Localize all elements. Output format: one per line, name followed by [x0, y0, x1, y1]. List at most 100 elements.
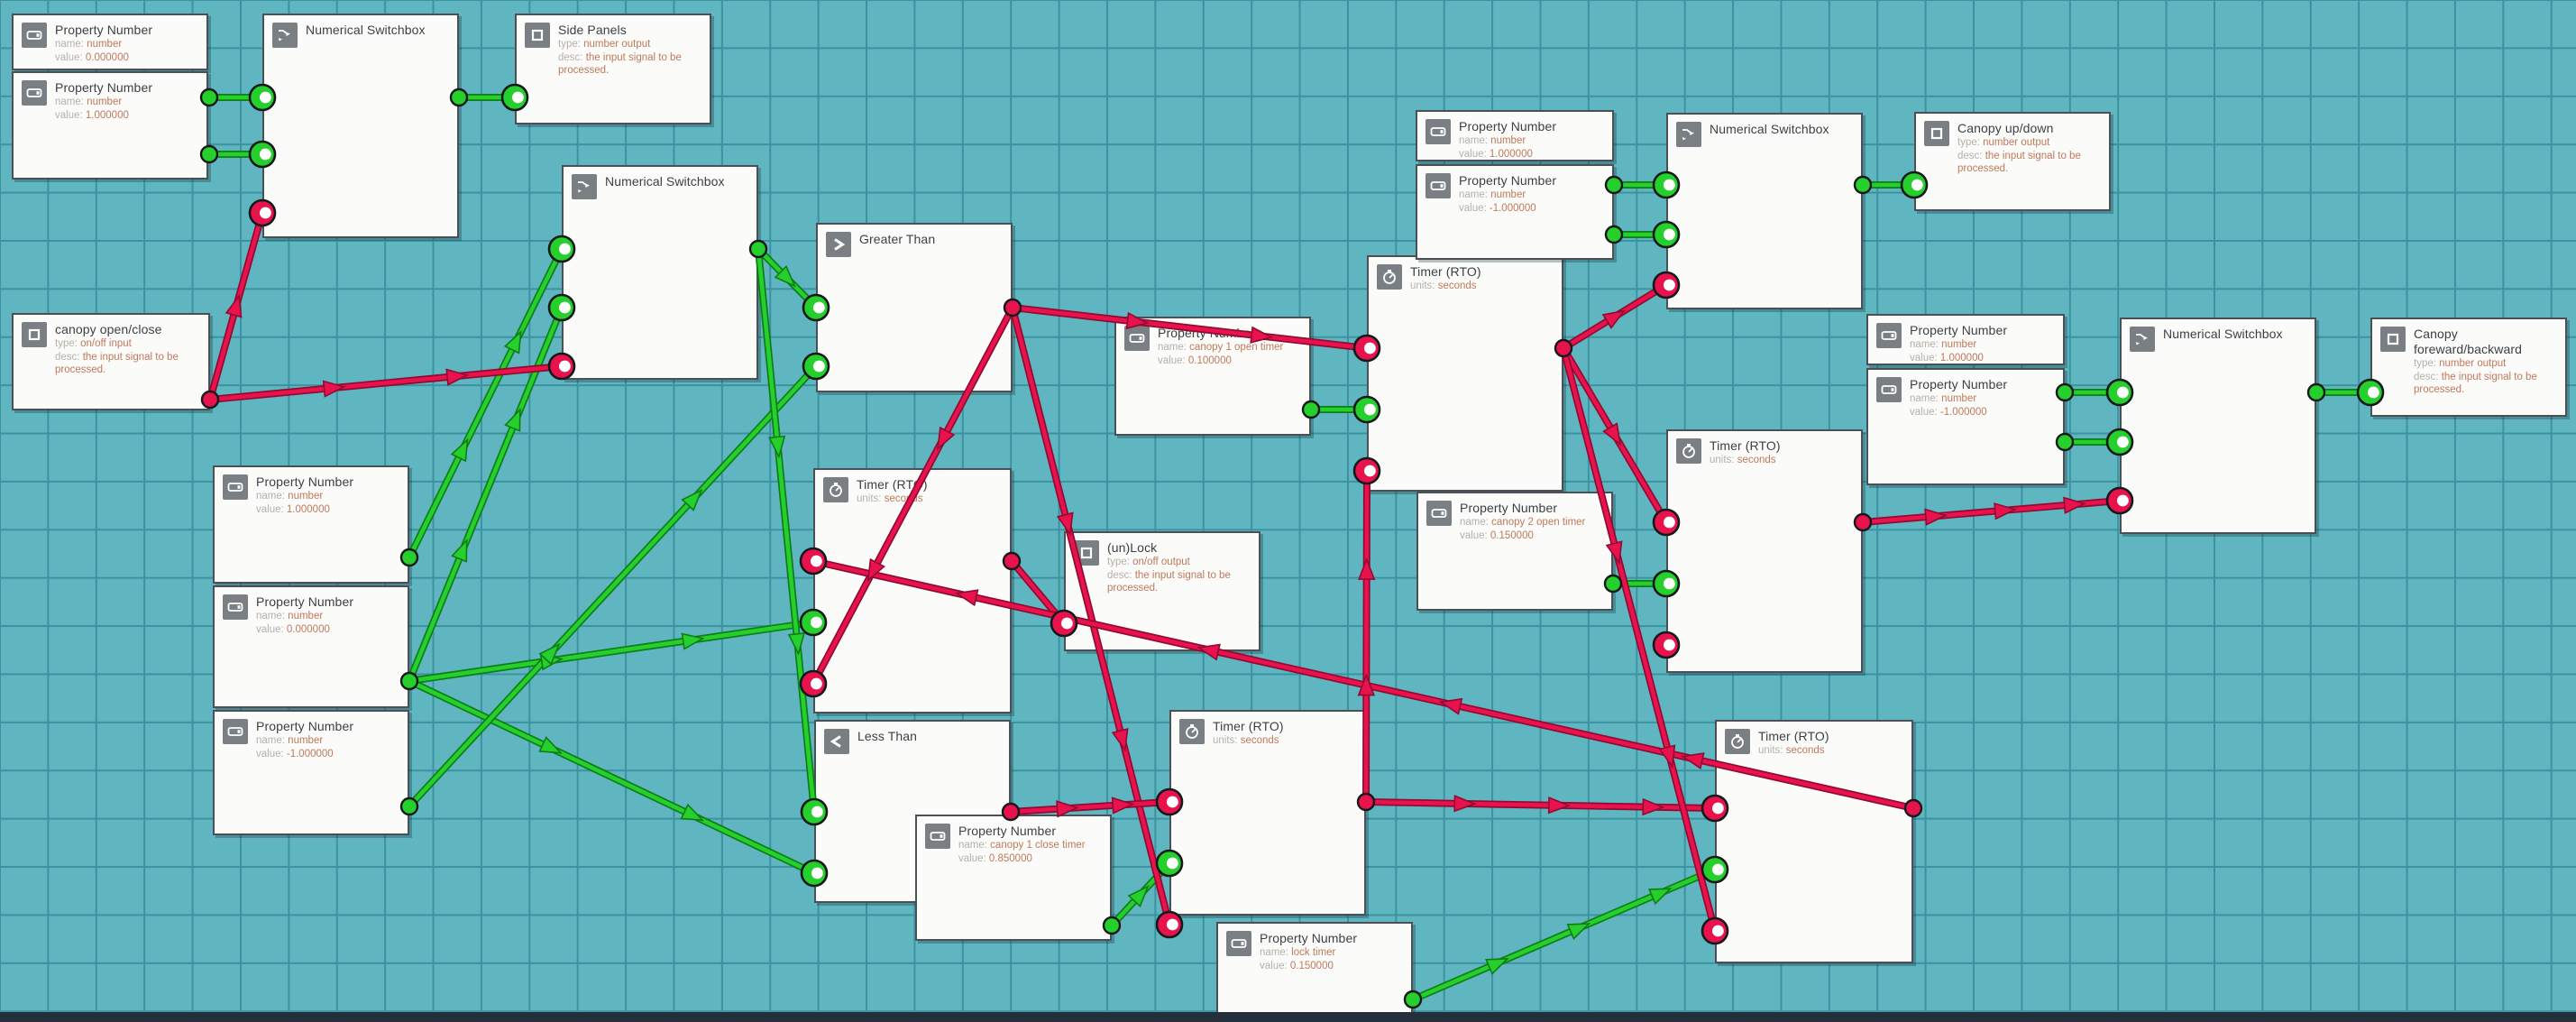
node-ns1[interactable]: Numerical Switchbox: [262, 14, 459, 238]
wire-arrow: [450, 437, 469, 463]
wire-arrow: [539, 653, 564, 671]
port-ns3-in1-number[interactable]: [1652, 170, 1681, 199]
port-ns1-in1-number[interactable]: [248, 83, 277, 112]
port-lt-in1-number[interactable]: [800, 797, 829, 826]
port-t1-in3-onoff[interactable]: [799, 669, 828, 698]
port-ns1-in2-number[interactable]: [248, 140, 277, 169]
port-cud-in1-number[interactable]: [1900, 170, 1929, 199]
panel-icon: [22, 322, 47, 347]
node-t1[interactable]: Timer (RTO) units: seconds: [813, 468, 1012, 714]
port-t2-out-onoff[interactable]: [1554, 338, 1573, 358]
port-ns2-in1-number[interactable]: [547, 235, 576, 263]
port-cfb-in1-number[interactable]: [2356, 378, 2385, 407]
node-t4[interactable]: Timer (RTO) units: seconds: [1169, 710, 1366, 916]
port-ns3-out-number[interactable]: [1853, 175, 1873, 195]
node-title: Property Number: [1459, 119, 1557, 134]
wire-arrow: [1658, 744, 1676, 769]
port-t1-out-onoff[interactable]: [1002, 551, 1022, 571]
port-pnC2-out-number[interactable]: [1603, 574, 1623, 594]
port-t1-in1-onoff[interactable]: [799, 547, 828, 575]
port-ns4-in3-onoff[interactable]: [2105, 486, 2134, 515]
port-t3-in3-onoff[interactable]: [1652, 631, 1681, 659]
port-t4-in3-onoff[interactable]: [1155, 910, 1184, 939]
port-ns3-in3-onoff[interactable]: [1652, 271, 1681, 299]
port-gt-out-onoff[interactable]: [1003, 298, 1022, 318]
window-bottom-bar: [0, 1012, 2576, 1022]
port-t4-in2-number[interactable]: [1155, 849, 1184, 878]
port-ns2-in2-number[interactable]: [547, 293, 576, 322]
node-pnC2[interactable]: Property Number name: canopy 2 open time…: [1416, 492, 1613, 611]
port-pnB2-out-number[interactable]: [399, 671, 419, 691]
port-pnE2-out-number[interactable]: [2055, 432, 2075, 452]
port-coc-out-onoff[interactable]: [200, 390, 220, 410]
node-ns2[interactable]: Numerical Switchbox: [562, 165, 758, 380]
number-display-icon: [223, 474, 248, 500]
port-pnE1-out-number[interactable]: [2055, 382, 2075, 402]
port-ns1-in3-onoff[interactable]: [248, 198, 277, 227]
port-t5-in1-onoff[interactable]: [1701, 794, 1729, 823]
port-side-in1-number[interactable]: [500, 83, 529, 112]
port-t2-in2-number[interactable]: [1352, 395, 1381, 424]
port-t5-out-onoff[interactable]: [1903, 798, 1923, 818]
switch-arrows-icon: [272, 23, 298, 48]
port-pnA2-out-number[interactable]: [199, 144, 219, 164]
port-pnc1close-out-number[interactable]: [1102, 916, 1122, 935]
port-ns4-in2-number[interactable]: [2105, 428, 2134, 456]
wire-pnB2.out-to-t1.in2: [406, 619, 817, 685]
port-ns3-in2-number[interactable]: [1652, 220, 1681, 249]
port-t2-in1-onoff[interactable]: [1352, 334, 1381, 363]
node-pnc1close[interactable]: Property Number name: canopy 1 close tim…: [915, 815, 1112, 941]
node-ns4[interactable]: Numerical Switchbox: [2120, 318, 2316, 534]
port-lt-in2-number[interactable]: [800, 859, 829, 888]
port-pnB3-out-number[interactable]: [399, 796, 419, 816]
node-t5[interactable]: Timer (RTO) units: seconds: [1715, 720, 1913, 963]
port-gt-in2-number[interactable]: [802, 352, 830, 381]
node-pnC1[interactable]: Property Number name: canopy 1 open time…: [1114, 317, 1311, 436]
port-ns4-out-number[interactable]: [2306, 382, 2326, 402]
port-t5-in2-number[interactable]: [1701, 855, 1729, 884]
node-ns3[interactable]: Numerical Switchbox: [1666, 113, 1863, 309]
port-t5-in3-onoff[interactable]: [1701, 916, 1729, 945]
port-t1-in2-number[interactable]: [799, 608, 828, 637]
port-gt-in1-number[interactable]: [802, 293, 830, 322]
port-pnB1-out-number[interactable]: [399, 548, 419, 567]
port-t3-in2-number[interactable]: [1652, 569, 1681, 598]
port-ns4-in1-number[interactable]: [2105, 378, 2134, 407]
port-t2-in3-onoff[interactable]: [1352, 456, 1381, 485]
node-cfb[interactable]: Canopy foreward/backward type: number ou…: [2370, 318, 2567, 417]
port-t4-in1-onoff[interactable]: [1155, 787, 1184, 816]
port-pnC1-out-number[interactable]: [1301, 400, 1321, 419]
port-pnA1-out-number[interactable]: [199, 87, 219, 107]
node-t3[interactable]: Timer (RTO) units: seconds: [1666, 429, 1863, 673]
port-t3-in1-onoff[interactable]: [1652, 508, 1681, 537]
port-pnD2-out-number[interactable]: [1604, 225, 1624, 244]
port-unlock-in1-onoff[interactable]: [1050, 609, 1078, 638]
port-t3-out-onoff[interactable]: [1853, 512, 1873, 532]
node-t2[interactable]: Timer (RTO) units: seconds: [1367, 255, 1563, 492]
port-ns2-in3-onoff[interactable]: [547, 352, 576, 381]
port-ns2-out-number[interactable]: [748, 239, 768, 259]
port-pnlock-out-number[interactable]: [1403, 990, 1423, 1009]
port-pnD1-out-number[interactable]: [1604, 175, 1624, 195]
wire-t4.out-to-t5.in1: [1362, 798, 1719, 812]
port-ns1-out-number[interactable]: [449, 87, 469, 107]
port-lt-out-onoff[interactable]: [1001, 802, 1021, 822]
port-t4-out-onoff[interactable]: [1356, 792, 1376, 812]
number-display-icon: [1226, 931, 1251, 956]
node-gt[interactable]: Greater Than: [816, 223, 1013, 392]
